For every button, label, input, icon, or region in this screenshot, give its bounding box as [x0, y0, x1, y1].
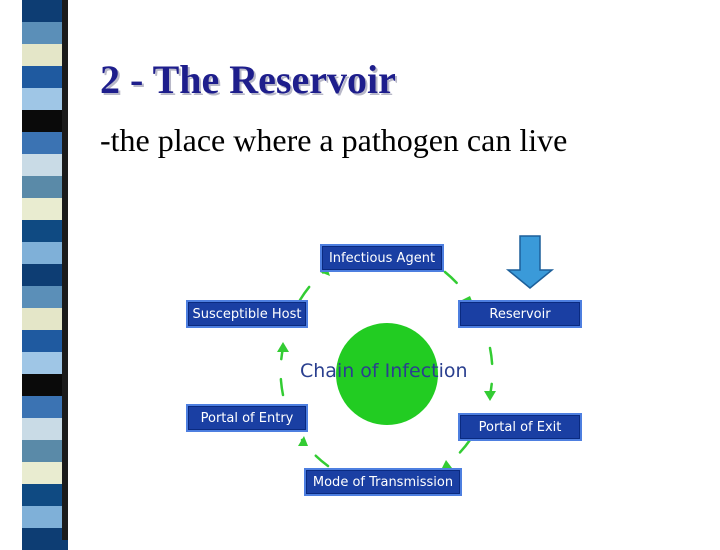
stripe-segment: [22, 198, 68, 220]
node-mode-of-transmission: Mode of Transmission: [304, 468, 462, 496]
stripe-segment: [22, 110, 68, 132]
stripe-segment: [22, 66, 68, 88]
stripe-segment: [22, 396, 68, 418]
stripe-segment: [22, 484, 68, 506]
stripe-segment: [22, 308, 68, 330]
stripe-segment: [22, 88, 68, 110]
stripe-segment: [22, 242, 68, 264]
stripe-segment: [22, 286, 68, 308]
stripe-segment: [22, 154, 68, 176]
stripe-segment: [22, 44, 68, 66]
stripe-segment: [22, 220, 68, 242]
slide-title: 2 - The Reservoir: [100, 57, 396, 102]
stripe-segment: [22, 330, 68, 352]
stripe-segment: [22, 0, 68, 22]
stripe-segment: [22, 418, 68, 440]
node-portal-of-exit: Portal of Exit: [458, 413, 582, 441]
stripe-segment: [22, 352, 68, 374]
stripe-segment: [22, 176, 68, 198]
down-arrow-icon: [505, 235, 555, 289]
stripe-segment: [22, 22, 68, 44]
stripe-segment: [22, 440, 68, 462]
stripe-segment: [22, 132, 68, 154]
node-reservoir: Reservoir: [458, 300, 582, 328]
center-circle: [336, 323, 438, 425]
stripe-segment: [22, 506, 68, 528]
stripe-segment: [22, 264, 68, 286]
stripe-segment: [22, 462, 68, 484]
node-portal-of-entry: Portal of Entry: [186, 404, 308, 432]
node-infectious-agent: Infectious Agent: [320, 244, 444, 272]
slide-subtitle: -the place where a pathogen can live: [100, 122, 568, 158]
stripe-edge: [62, 0, 68, 540]
decorative-stripe: [22, 0, 68, 550]
center-label: Chain of Infection: [300, 360, 468, 382]
node-susceptible-host: Susceptible Host: [186, 300, 308, 328]
stripe-segment: [22, 374, 68, 396]
